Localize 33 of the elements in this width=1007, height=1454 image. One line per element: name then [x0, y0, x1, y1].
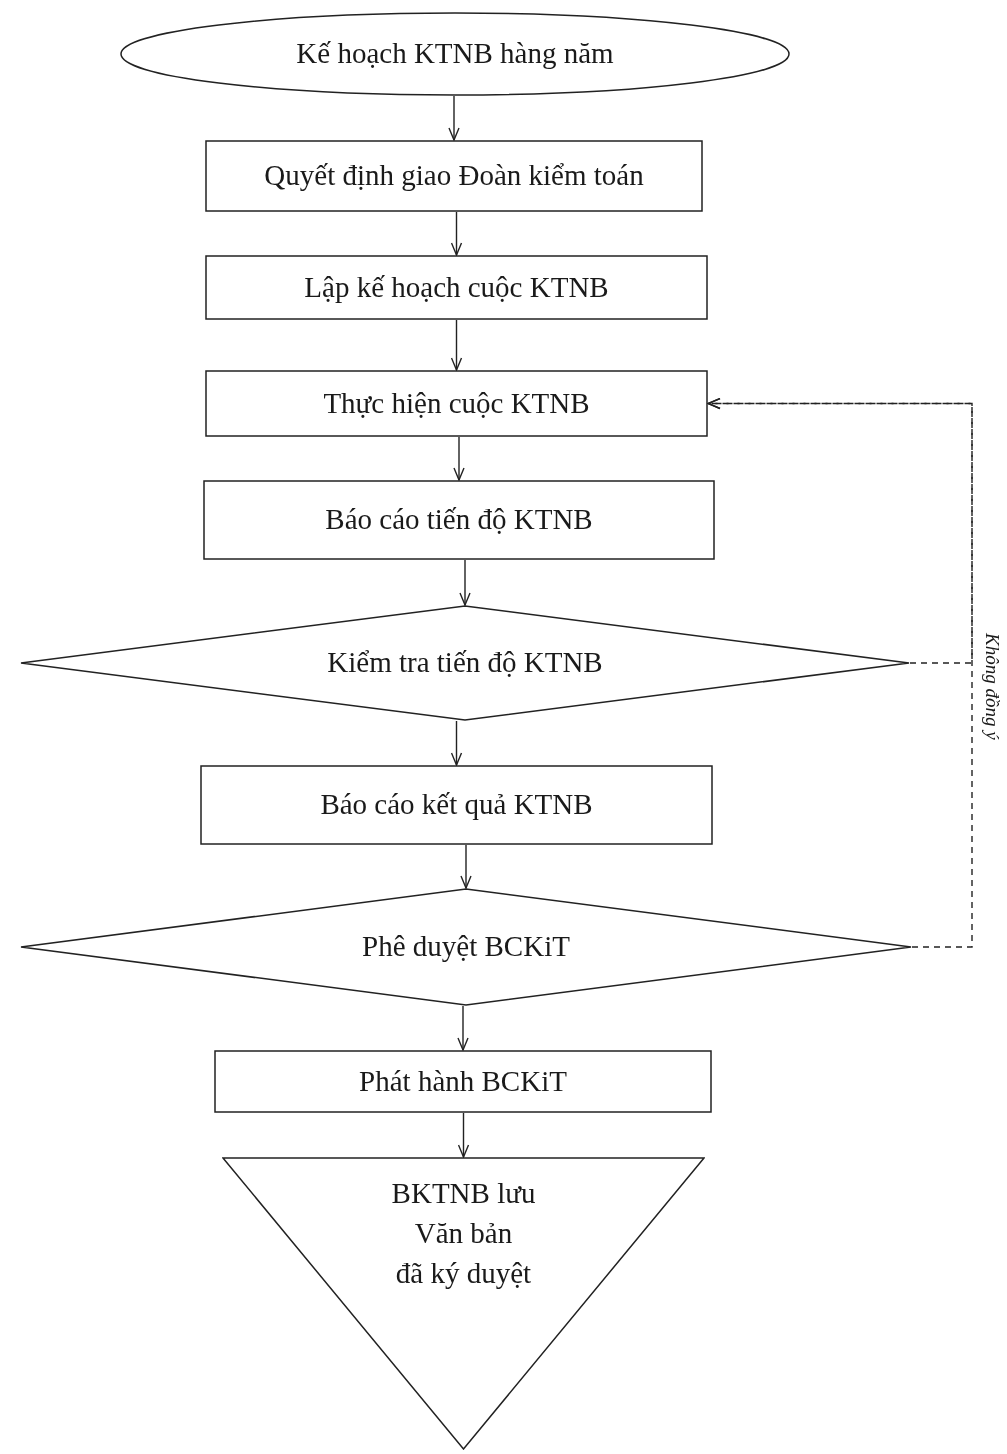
process-box: [200, 765, 713, 845]
node-label: Báo cáo kết quả KTNB: [320, 787, 593, 823]
arrow: [450, 720, 463, 766]
node-label: BKTNB lưu: [391, 1176, 536, 1211]
arrow: [459, 559, 471, 606]
process-box: [205, 255, 708, 320]
node-label: Phát hành BCKiT: [359, 1063, 567, 1099]
process-box: [203, 480, 715, 560]
edge-label: Không đồng ý: [983, 633, 1002, 740]
decision-diamond: [20, 605, 910, 721]
node-label: Báo cáo tiến độ KTNB: [325, 502, 593, 538]
process-box: [205, 140, 703, 212]
arrow: [457, 1005, 469, 1051]
arrow: [457, 1112, 470, 1158]
node-label: Kiểm tra tiến độ KTNB: [327, 645, 603, 681]
start-ellipse: [120, 12, 790, 96]
dashed-arrow: [707, 397, 973, 948]
arrow: [453, 436, 465, 481]
arrow: [460, 844, 472, 889]
node-label: Quyết định giao Đoàn kiểm toán: [264, 158, 644, 194]
node-label: Văn bản: [414, 1216, 513, 1251]
storage-triangle: [222, 1157, 705, 1450]
process-box: [205, 370, 708, 437]
arrow: [448, 95, 460, 141]
arrow: [450, 211, 463, 256]
node-label: đã ký duyệt: [395, 1256, 532, 1291]
node-label: Phê duyệt BCKiT: [362, 929, 570, 965]
node-label: Kế hoạch KTNB hàng năm: [296, 36, 614, 72]
process-box: [214, 1050, 712, 1113]
arrow: [450, 319, 463, 371]
node-label: Lập kế hoạch cuộc KTNB: [304, 269, 609, 305]
node-label: Thực hiện cuộc KTNB: [323, 385, 590, 421]
decision-diamond: [20, 888, 912, 1006]
